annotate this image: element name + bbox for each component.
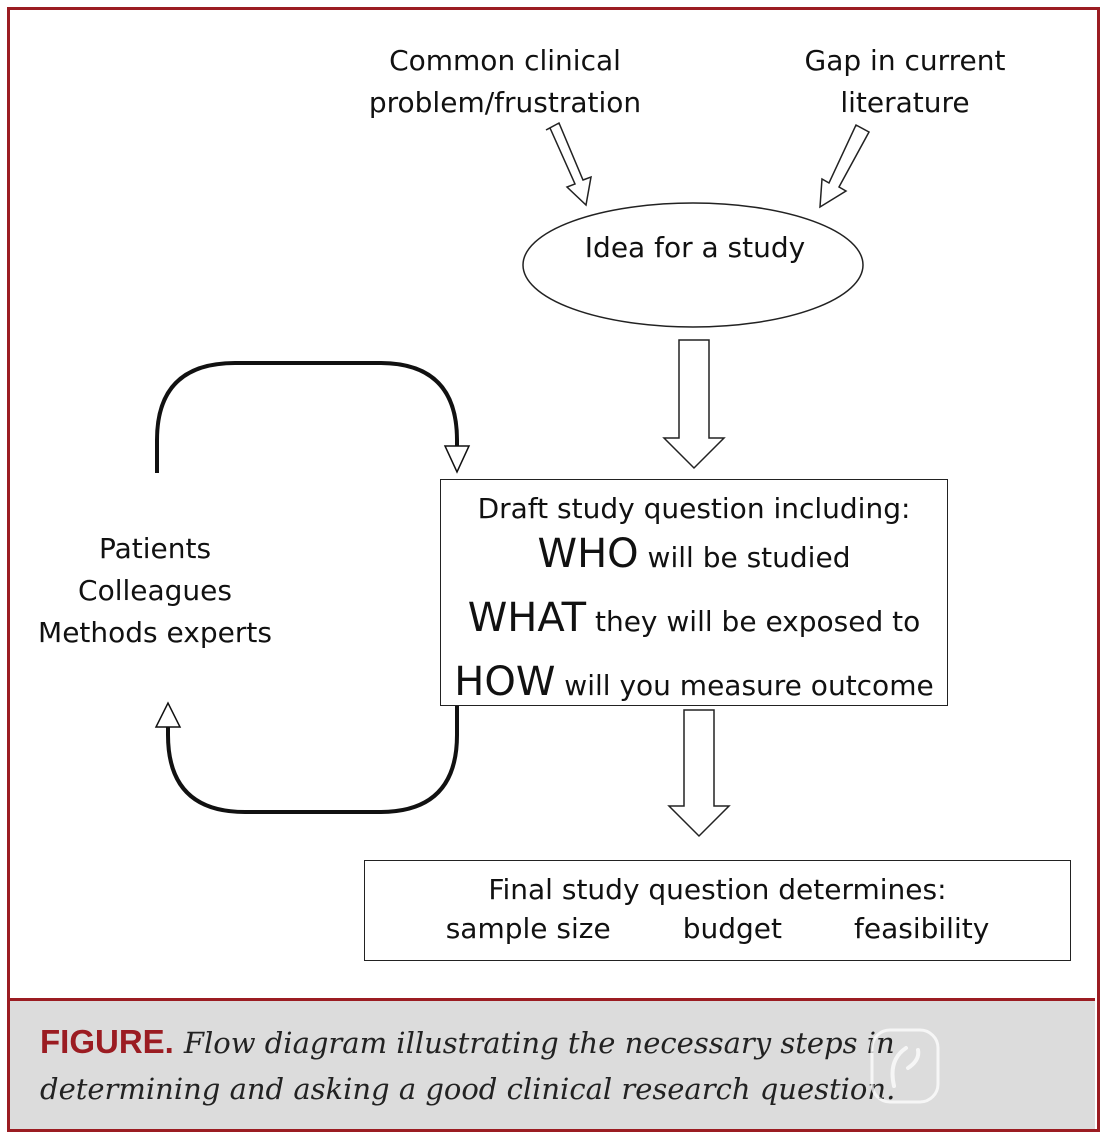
final-items: sample size budget feasibility xyxy=(365,912,1070,945)
draft-keyword-how: HOW xyxy=(454,659,556,705)
source-literature-gap: Gap in current literature xyxy=(760,40,1050,124)
flow-diagram xyxy=(154,121,871,838)
final-item-sample-size: sample size xyxy=(445,912,611,945)
source-left-line-2: problem/frustration xyxy=(368,86,642,119)
idea-ellipse xyxy=(522,202,864,328)
final-heading: Final study question determines: xyxy=(488,873,947,906)
feedback-loop-top xyxy=(155,361,459,473)
feedback-loop-bottom xyxy=(166,706,459,814)
arrow-literature-gap-to-idea xyxy=(819,123,871,209)
draft-keyword-what: WHAT xyxy=(467,595,587,641)
arrow-idea-to-draft xyxy=(662,339,726,470)
source-right-line-2: literature xyxy=(840,86,970,119)
consult-item-colleagues: Colleagues xyxy=(78,574,232,607)
watermark-icon-mark xyxy=(890,1046,921,1088)
caption-text: Flow diagram illustrating the necessary … xyxy=(40,1026,896,1106)
draft-heading: Draft study question including: xyxy=(477,492,911,525)
watermark-logo xyxy=(870,1028,940,1104)
draft-text-who: will be studied xyxy=(638,541,851,574)
feedback-loop-top-arrowhead xyxy=(443,445,471,474)
consult-item-methods-experts: Methods experts xyxy=(38,616,272,649)
source-common-clinical-problem: Common clinical problem/frustration xyxy=(335,40,675,124)
draft-line-who: WHO will be studied xyxy=(441,527,947,589)
draft-line-how: HOW will you measure outcome xyxy=(441,655,947,717)
arrow-draft-to-final xyxy=(667,709,731,838)
draft-line-what: WHAT they will be exposed to xyxy=(441,591,947,653)
draft-question-box: Draft study question including: WHO will… xyxy=(440,479,948,706)
consult-item-patients: Patients xyxy=(98,532,212,565)
consult-list: Patients Colleagues Methods experts xyxy=(20,528,290,654)
watermark-icon xyxy=(870,1028,940,1104)
draft-keyword-who: WHO xyxy=(537,531,639,577)
source-right-line-1: Gap in current xyxy=(804,44,1006,77)
caption-label: FIGURE. xyxy=(40,1023,174,1060)
feedback-loop-bottom-arrowhead xyxy=(154,701,182,728)
idea-label: Idea for a study xyxy=(584,231,806,264)
source-left-line-1: Common clinical xyxy=(389,44,621,77)
final-question-box: Final study question determines: sample … xyxy=(364,860,1071,961)
draft-text-how: will you measure outcome xyxy=(555,669,934,702)
final-item-budget: budget xyxy=(682,912,782,945)
final-item-feasibility: feasibility xyxy=(854,912,990,945)
figure-caption: FIGURE.Flow diagram illustrating the nec… xyxy=(40,1019,1080,1112)
draft-text-what: they will be exposed to xyxy=(586,605,921,638)
arrow-common-problem-to-idea xyxy=(545,121,592,207)
